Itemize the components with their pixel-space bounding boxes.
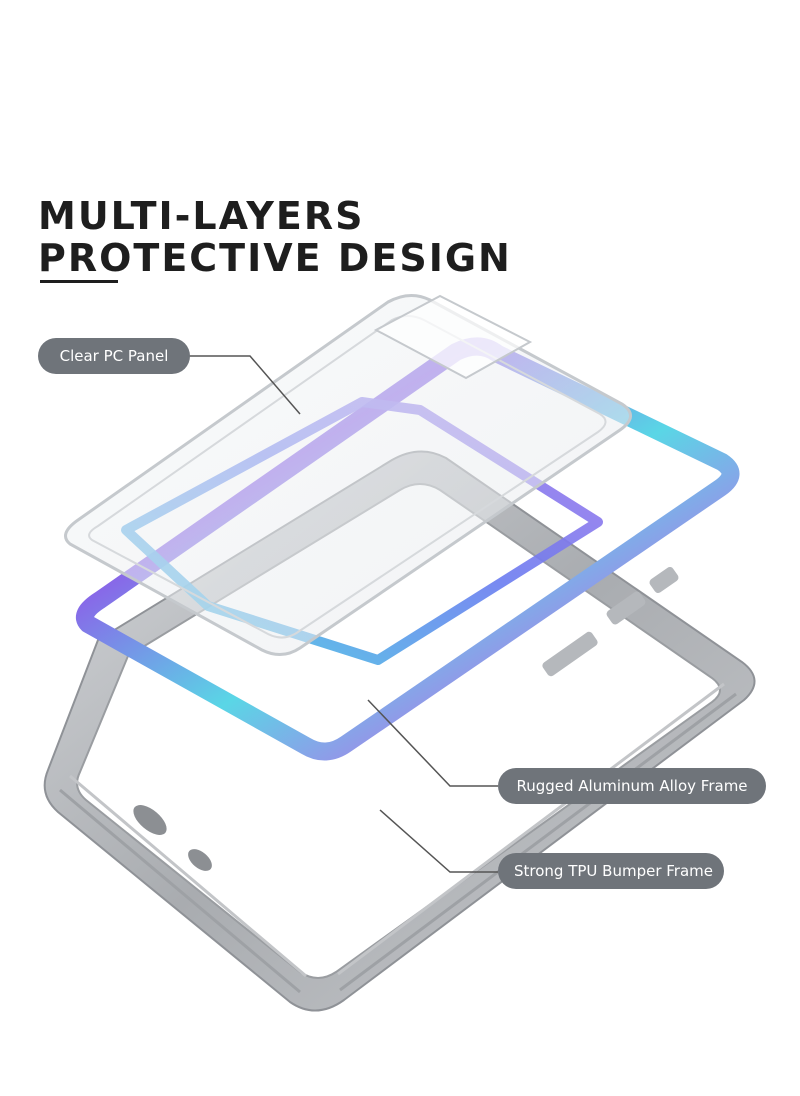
callout-clear-pc-panel: Clear PC Panel: [38, 338, 190, 374]
headline: MULTI-LAYERS PROTECTIVE DESIGN: [38, 195, 512, 279]
headline-line-1: MULTI-LAYERS: [38, 194, 365, 238]
leader-line-alloy-frame: [367, 699, 498, 787]
leader-line-bumper-frame: [379, 809, 498, 873]
callout-tpu-bumper-frame: Strong TPU Bumper Frame: [498, 853, 724, 889]
callout-aluminum-alloy-frame: Rugged Aluminum Alloy Frame: [498, 768, 766, 804]
clear-pc-panel: [64, 294, 632, 656]
headline-underline: [40, 280, 118, 283]
headline-line-2: PROTECTIVE DESIGN: [38, 236, 512, 280]
